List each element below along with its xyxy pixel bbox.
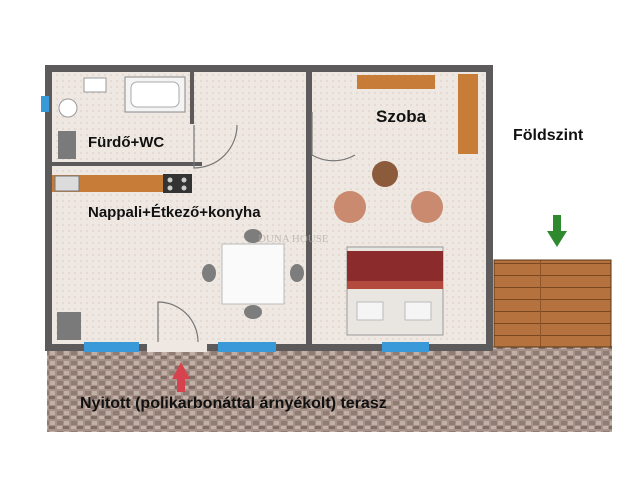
- terrace-label: Nyitott (polikarbonáttal árnyékolt) tera…: [80, 395, 387, 412]
- watermark-text: DUNA HOUSE: [258, 233, 329, 245]
- wardrobe: [458, 74, 478, 154]
- armchair-right: [411, 191, 443, 223]
- sink: [83, 77, 107, 93]
- bathroom-door-swing: [193, 124, 238, 169]
- storage-cabinet: [57, 312, 81, 340]
- living-area-label: Nappali+Étkező+konyha: [88, 204, 261, 221]
- floor-level-label: Földszint: [513, 127, 584, 144]
- interior-walls: [52, 65, 312, 351]
- bed: [346, 246, 444, 336]
- bathroom-label: Fürdő+WC: [88, 134, 165, 151]
- armchair-left: [334, 191, 366, 223]
- bedroom-label: Szoba: [376, 107, 427, 126]
- dresser: [357, 75, 435, 89]
- red-up-arrow-icon: [172, 362, 190, 392]
- toilet: [58, 98, 78, 118]
- washing-machine: [58, 131, 76, 159]
- bedroom-door-swing: [311, 112, 356, 162]
- terrace-floor: [47, 346, 612, 432]
- side-table: [372, 161, 398, 187]
- dining-set: [202, 229, 304, 319]
- kitchen-sink: [54, 175, 80, 192]
- entrance-door: [147, 343, 207, 352]
- kitchen-counter: [52, 175, 192, 192]
- stove: [163, 174, 192, 193]
- entrance-door-swing: [157, 301, 199, 343]
- wooden-deck: [493, 259, 612, 348]
- windows: [41, 96, 429, 352]
- green-down-arrow-icon: [547, 215, 567, 247]
